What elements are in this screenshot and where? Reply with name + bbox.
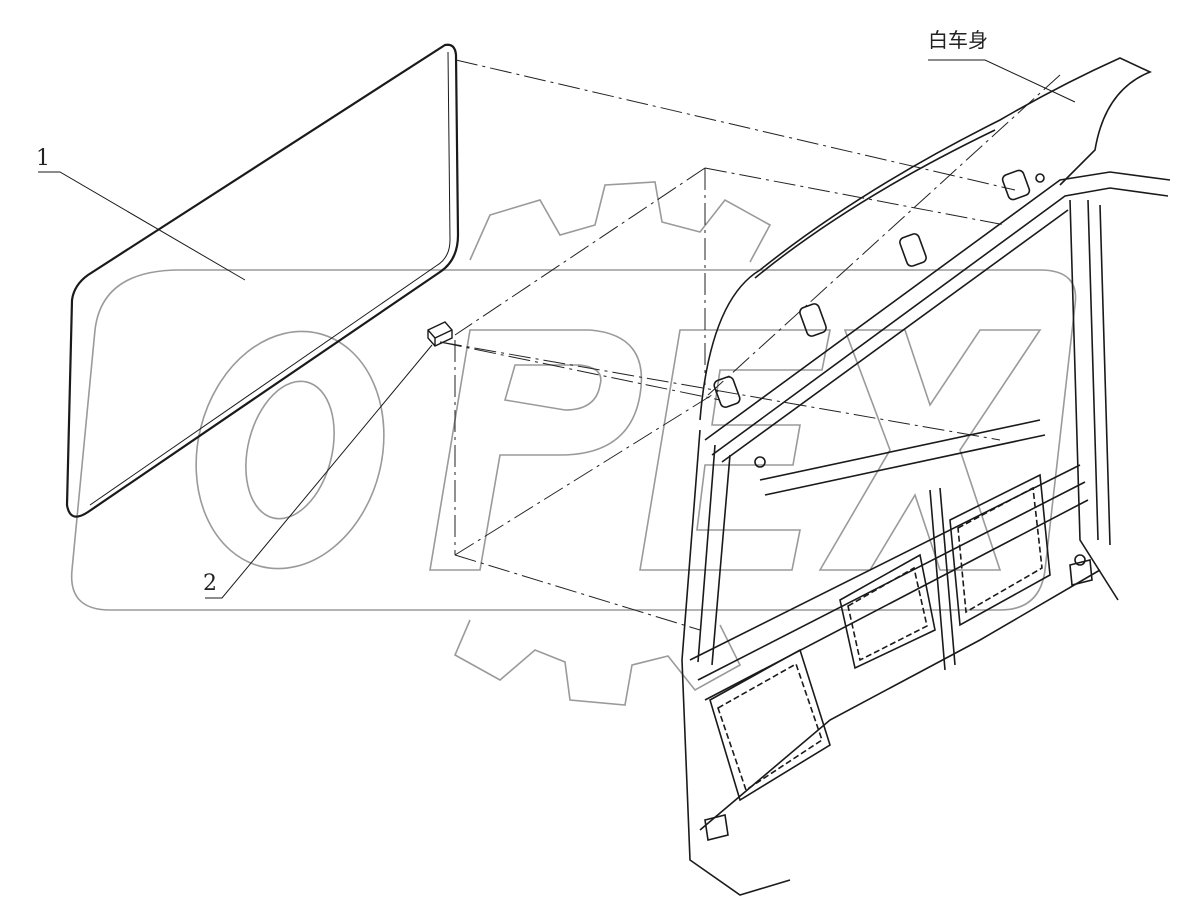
mount-pad-3	[799, 303, 827, 337]
watermark-gear	[453, 181, 772, 706]
leader-1	[38, 171, 246, 281]
glass-panel-inner-edge	[89, 51, 451, 506]
watermark-letter-x	[818, 329, 1042, 571]
lower-window-mid	[839, 553, 936, 670]
lower-window-left	[709, 648, 831, 802]
watermark-letter-o-inner	[245, 380, 335, 520]
alignment-lines	[439, 59, 1061, 631]
upper-rail	[704, 171, 1171, 441]
rear-pillar	[1069, 199, 1119, 601]
leader-2	[205, 344, 433, 599]
white-body-frame	[681, 57, 1171, 896]
watermark	[70, 181, 1077, 706]
callout-body: 白车身	[928, 28, 988, 52]
glass-panel-item-1	[65, 43, 460, 518]
belt-line	[689, 464, 1081, 661]
callout-1: 1	[36, 146, 50, 171]
front-pillar	[681, 429, 791, 896]
watermark-letter-o-outer	[195, 330, 385, 570]
lower-window-right	[949, 473, 1051, 627]
mount-pad-4	[713, 376, 741, 408]
glass-panel-outer	[65, 43, 460, 518]
callout-2: 2	[203, 571, 217, 596]
watermark-letter-e	[639, 329, 831, 571]
watermark-letter-p	[429, 329, 643, 571]
mount-pad-2	[899, 233, 927, 267]
clip-item-2	[427, 321, 453, 347]
roof-outline	[699, 57, 1153, 421]
leader-lines	[38, 59, 1076, 599]
mount-pad-1	[1001, 169, 1031, 201]
watermark-frame	[70, 269, 1077, 611]
